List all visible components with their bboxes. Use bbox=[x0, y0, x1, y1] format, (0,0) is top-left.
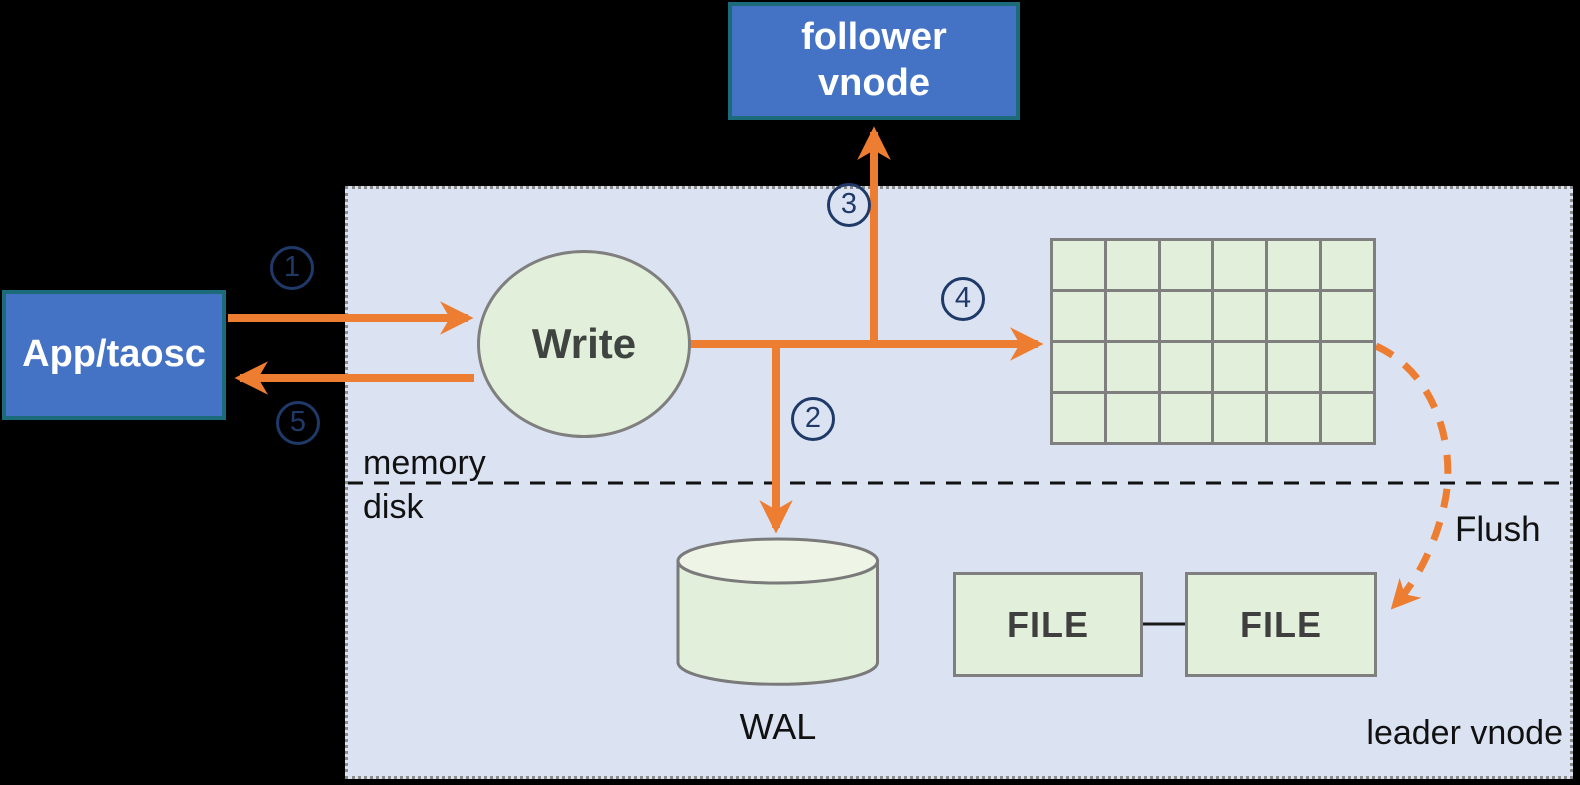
write-label: Write bbox=[531, 320, 637, 367]
wal-cylinder-top bbox=[676, 537, 880, 585]
disk-label: disk bbox=[363, 488, 424, 526]
mem-grid-cell bbox=[1160, 343, 1212, 391]
mem-grid-cell bbox=[1214, 292, 1266, 340]
app-taosc-label: App/taosc bbox=[22, 333, 206, 376]
mem-grid-cell bbox=[1106, 394, 1158, 442]
flush-dashed-arrow bbox=[1374, 342, 1452, 610]
step-badge-4: 4 bbox=[941, 277, 985, 321]
mem-grid-cell bbox=[1214, 394, 1266, 442]
mem-grid-cell bbox=[1053, 394, 1104, 442]
mem-grid-cell bbox=[1053, 292, 1104, 340]
mem-grid-cell bbox=[1322, 343, 1373, 391]
mem-grid-cell bbox=[1160, 394, 1212, 442]
mem-grid-cell bbox=[1106, 241, 1158, 289]
write-node: Write bbox=[477, 250, 691, 438]
mem-grid-cell bbox=[1268, 292, 1320, 340]
mem-grid-cell bbox=[1322, 241, 1373, 289]
memory-label: memory bbox=[363, 444, 486, 482]
file-node-right: FILE bbox=[1185, 572, 1377, 677]
file-node-left: FILE bbox=[953, 572, 1143, 677]
follower-vnode-node: follower vnode bbox=[728, 2, 1020, 120]
step-badge-2: 2 bbox=[791, 397, 835, 441]
mem-grid-cell bbox=[1322, 292, 1373, 340]
mem-grid-cell bbox=[1214, 241, 1266, 289]
mem-grid-cell bbox=[1322, 394, 1373, 442]
mem-grid-cell bbox=[1214, 343, 1266, 391]
step-badge-1: 1 bbox=[270, 246, 314, 290]
mem-grid-cell bbox=[1160, 241, 1212, 289]
mem-grid-cell bbox=[1268, 343, 1320, 391]
wal-label: WAL bbox=[739, 706, 817, 747]
step-badge-5: 5 bbox=[276, 401, 320, 445]
file-left-label: FILE bbox=[1007, 603, 1089, 645]
mem-grid-cell bbox=[1106, 343, 1158, 391]
follower-vnode-label: follower vnode bbox=[801, 16, 947, 104]
mem-table-grid bbox=[1050, 238, 1376, 445]
mem-grid-cell bbox=[1268, 241, 1320, 289]
mem-grid-cell bbox=[1268, 394, 1320, 442]
leader-vnode-label: leader vnode bbox=[1366, 714, 1563, 752]
wal-cylinder-body bbox=[676, 559, 879, 686]
app-taosc-node: App/taosc bbox=[2, 290, 226, 420]
mem-grid-cell bbox=[1053, 241, 1104, 289]
mem-grid-cell bbox=[1160, 292, 1212, 340]
mem-grid-cell bbox=[1053, 343, 1104, 391]
step-badge-3: 3 bbox=[827, 183, 871, 227]
flush-label: Flush bbox=[1455, 510, 1541, 549]
mem-grid-cell bbox=[1106, 292, 1158, 340]
file-right-label: FILE bbox=[1240, 603, 1322, 645]
